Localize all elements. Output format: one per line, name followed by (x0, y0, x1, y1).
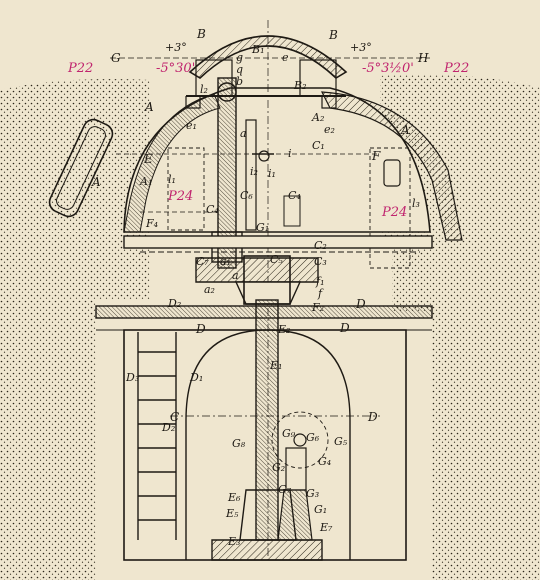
label-G6: G₆ (306, 431, 320, 444)
label-q: q (236, 63, 244, 76)
label-e1: e₁ (186, 119, 197, 132)
label-A-inner: A (92, 175, 101, 189)
label-E3: E₃ (228, 535, 241, 548)
label-E2: E₂ (278, 323, 291, 336)
ladder (137, 332, 177, 540)
label-plus3-left: +3° (165, 41, 187, 54)
label-i: i (288, 147, 292, 160)
label-a-upper: a (240, 127, 247, 140)
label-G1: G₁ (314, 503, 328, 516)
handnote-minus5-left: -5°30' (156, 61, 196, 76)
label-C7: C₇ (196, 255, 209, 268)
label-C2: C₂ (314, 239, 327, 252)
label-E7: E₇ (320, 521, 333, 534)
label-F4: F₄ (146, 217, 159, 230)
label-G2: G₂ (272, 461, 286, 474)
loophole (48, 118, 114, 218)
label-B-left: B (197, 27, 206, 41)
label-f: f (318, 287, 323, 300)
label-f1: f₁ (316, 275, 325, 288)
label-C4b: C₄ (206, 203, 219, 216)
label-B2: B₂ (294, 79, 307, 92)
label-A-upper-left: A (145, 100, 154, 114)
label-a1: a₁ (220, 255, 231, 268)
label-i2: i₂ (250, 165, 258, 178)
label-D-mid: D (196, 322, 206, 336)
label-l3: l₃ (412, 197, 420, 210)
turret-floor (123, 235, 433, 249)
label-D1: D₁ (190, 371, 204, 384)
label-G: G (111, 51, 121, 65)
handnote-p22-left: P22 (68, 61, 94, 76)
label-C4: C₄ (288, 189, 301, 202)
label-C3: C₃ (314, 255, 327, 268)
label-e2: e₂ (324, 123, 335, 136)
label-G5: G₅ (334, 435, 348, 448)
label-D3: D₃ (126, 371, 140, 384)
label-G9: G₉ (282, 427, 296, 440)
label-B-right: B (329, 28, 338, 42)
label-G1-top: G₁ (256, 221, 270, 234)
handnote-p24-left: P24 (168, 189, 194, 204)
label-A1: A₁ (140, 175, 153, 188)
label-b: b (236, 75, 244, 88)
label-A-right: A (401, 123, 410, 137)
label-F2: F₂ (312, 301, 325, 314)
label-E5: E₅ (226, 507, 239, 520)
label-e: e (282, 51, 289, 64)
label-a-lower: a (232, 269, 239, 282)
label-D2: D₂ (168, 297, 182, 310)
glacis-armour-left (123, 93, 221, 233)
label-F: F (372, 149, 381, 163)
label-D-line: D (368, 410, 378, 424)
handnote-minus5-right: -5°3½0' (362, 61, 414, 76)
label-l1: l₁ (168, 173, 176, 186)
label-D2b: D₂ (162, 421, 176, 434)
label-C-left: C (170, 410, 180, 424)
label-H: H (418, 51, 429, 65)
label-G7: G₇ (278, 483, 292, 496)
label-E1: E₁ (270, 359, 283, 372)
turret-chamber (123, 87, 431, 233)
label-plus3-right: +3° (350, 41, 372, 54)
handnote-p24-right: P24 (382, 205, 408, 220)
label-C5: C₅ (270, 253, 283, 266)
label-E6: E₆ (228, 491, 241, 504)
label-a2: a₂ (204, 283, 215, 296)
label-E: E (144, 152, 153, 166)
label-C1: C₁ (312, 139, 325, 152)
handnote-p22-right: P22 (444, 61, 470, 76)
label-C6: C₆ (240, 189, 253, 202)
label-l2: l₂ (200, 83, 208, 96)
label-D-right: D (356, 297, 366, 311)
label-i1: i₁ (268, 167, 276, 180)
label-G8: G₈ (232, 437, 246, 450)
label-g: g (236, 51, 244, 64)
label-B1: B₁ (252, 43, 265, 56)
label-D-mid2: D (340, 321, 350, 335)
label-A2: A₂ (312, 111, 325, 124)
label-G4: G₄ (318, 455, 332, 468)
concrete-mass (0, 74, 540, 580)
pivot-shaft (255, 299, 279, 541)
label-G3: G₃ (306, 487, 320, 500)
